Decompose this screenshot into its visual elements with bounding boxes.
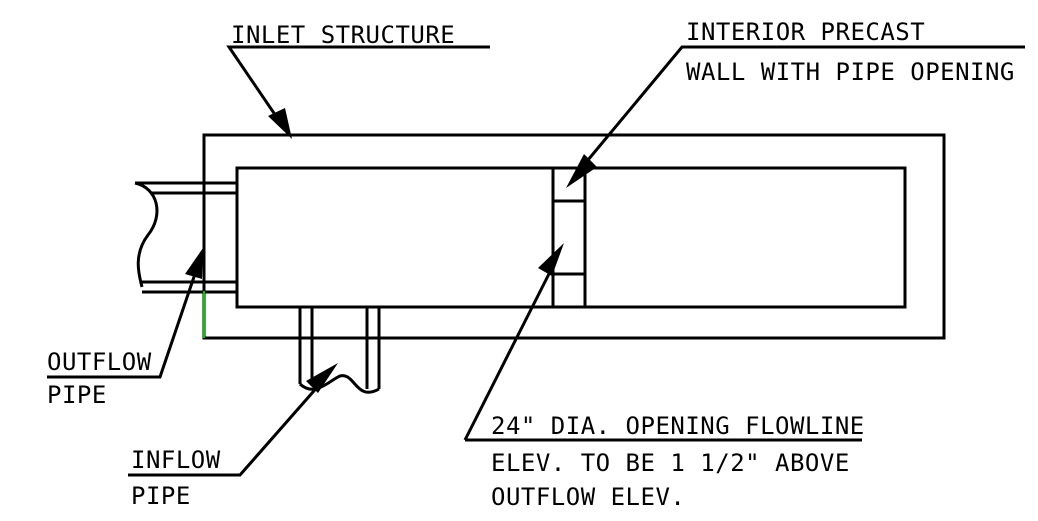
inlet-structure-leader xyxy=(226,45,490,123)
opening-note-leader xyxy=(463,261,557,441)
outflow-pipe-label-line2: PIPE xyxy=(47,381,107,409)
inlet-structure-label: INLET STRUCTURE xyxy=(231,21,455,49)
inflow-pipe-label-line1: INFLOW xyxy=(131,446,221,474)
outflow-pipe-label-line1: OUTFLOW xyxy=(47,348,152,376)
inflow-pipe-arrowhead xyxy=(306,363,338,393)
interior-precast-label-line1: INTERIOR PRECAST xyxy=(686,18,925,46)
opening-note-arrowhead xyxy=(538,243,564,276)
opening-note-line2: ELEV. TO BE 1 1/2" ABOVE xyxy=(491,449,850,477)
outflow-pipe-arrowhead xyxy=(185,248,203,279)
outflow-pipe-leader xyxy=(47,267,199,379)
outflow-pipe-break-outline xyxy=(134,181,159,288)
inner-chamber xyxy=(235,166,907,309)
opening-note-line3: OUTFLOW ELEV. xyxy=(491,483,685,511)
interior-wall-arrowhead xyxy=(566,154,597,188)
inflow-pipe-leader xyxy=(128,383,322,477)
interior-precast-label-line2: WALL WITH PIPE OPENING xyxy=(686,58,1015,86)
outer-structure-wall xyxy=(202,133,946,340)
opening-note-line1: 24" DIA. OPENING FLOWLINE xyxy=(491,412,865,440)
inlet-structure-arrowhead xyxy=(268,108,292,139)
inflow-pipe-label-line2: PIPE xyxy=(131,482,191,510)
interior-wall-leader xyxy=(576,45,1025,173)
